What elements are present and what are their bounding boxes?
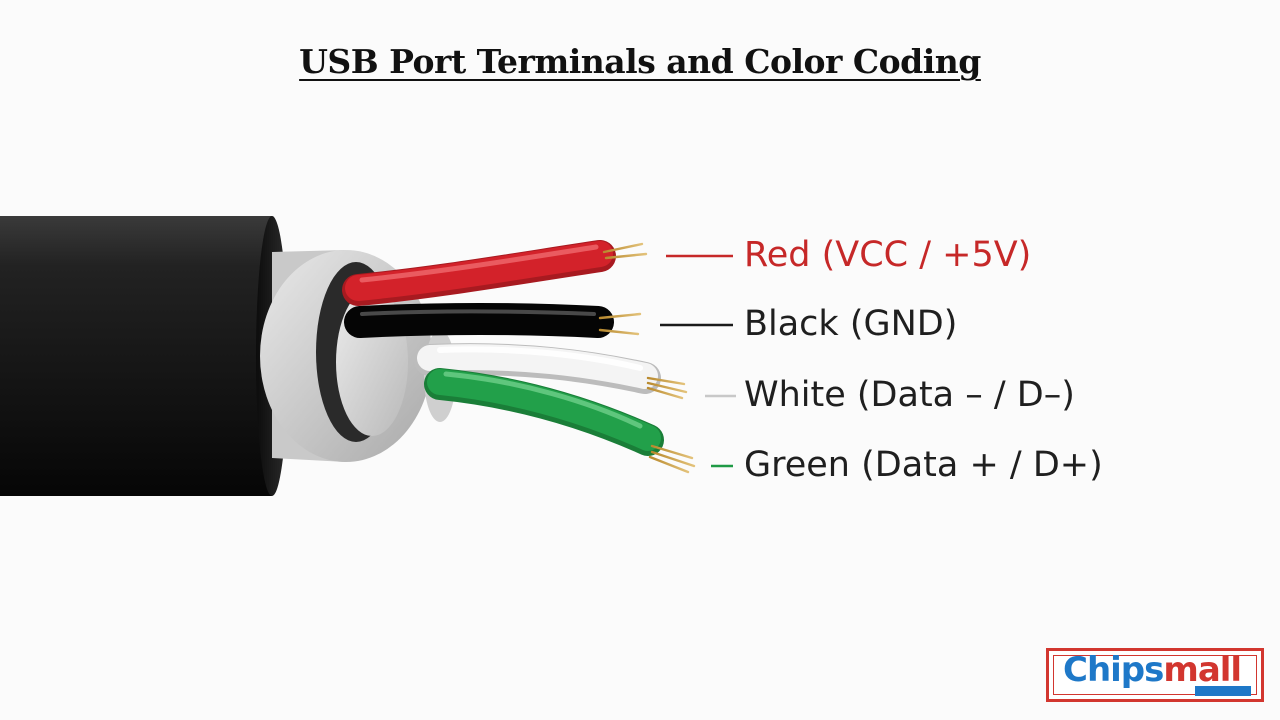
- logo-tagline-bar: [1194, 686, 1251, 696]
- black-wire: [344, 303, 644, 338]
- outer-jacket: [0, 216, 288, 496]
- green-wire: [424, 368, 696, 474]
- red-wire: [342, 240, 648, 306]
- chipsmall-logo: Chipsmall: [1046, 648, 1264, 702]
- green-wire-label: Green (Data + / D+): [744, 445, 1103, 485]
- black-wire-label: Black (GND): [744, 304, 958, 344]
- logo-wordmark: Chipsmall: [1063, 650, 1242, 690]
- white-wire-label: White (Data – / D–): [744, 375, 1075, 415]
- red-wire-label: Red (VCC / +5V): [744, 235, 1032, 275]
- page-title: USB Port Terminals and Color Coding: [299, 42, 981, 81]
- white-wire: [414, 343, 688, 400]
